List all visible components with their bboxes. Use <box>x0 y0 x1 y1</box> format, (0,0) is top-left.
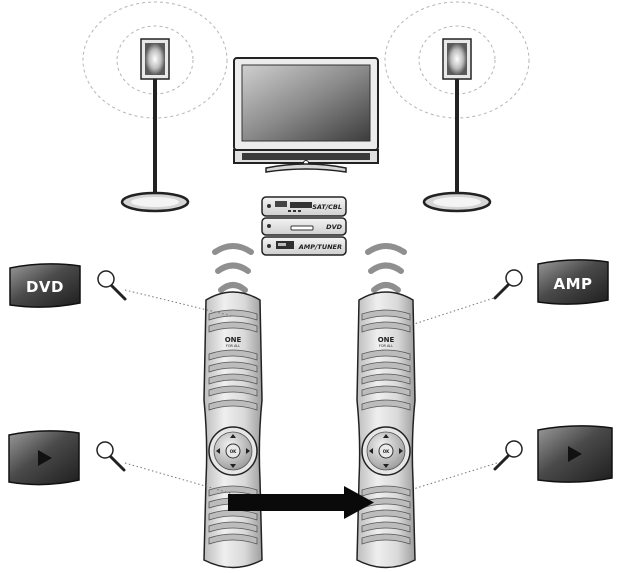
device-stack: SAT/CBL DVD AMP/TUNER <box>261 196 347 256</box>
play-icon <box>38 450 52 466</box>
left-remote-dpad: OK <box>208 426 258 476</box>
dvd-key-label: DVD <box>26 278 64 296</box>
play-key-callout-right <box>537 425 613 483</box>
left-remote: ONE FOR ALL OK <box>203 291 263 569</box>
amp-tuner: AMP/TUNER <box>261 236 347 256</box>
transfer-arrow-icon <box>228 486 374 519</box>
magnifier-icon <box>493 440 523 471</box>
sat-cbl-receiver: SAT/CBL <box>261 196 347 217</box>
left-remote-logo: ONE <box>225 336 242 344</box>
magnifier-icon <box>96 441 126 472</box>
amp-tuner-label: AMP/TUNER <box>298 243 342 251</box>
play-icon <box>568 446 582 462</box>
dvd-label: DVD <box>326 223 342 231</box>
left-signal-waves-icon <box>212 243 254 293</box>
magnifier-icon <box>493 269 523 300</box>
magnifier-icon <box>97 270 127 301</box>
right-remote-logo-sub: FOR ALL <box>379 344 393 348</box>
amp-key-callout: AMP <box>537 259 609 305</box>
right-remote-dpad: OK <box>361 426 411 476</box>
sat-cbl-label: SAT/CBL <box>312 203 342 211</box>
left-remote-logo-sub: FOR ALL <box>226 344 240 348</box>
dvd-player: DVD <box>261 217 347 236</box>
right-ok-label: OK <box>383 449 390 454</box>
right-remote-button-rows <box>361 309 411 545</box>
left-remote-button-rows <box>208 309 258 545</box>
left-ok-label: OK <box>230 449 237 454</box>
play-key-callout-left <box>8 430 80 486</box>
right-remote: ONE FOR ALL OK <box>356 291 416 569</box>
television <box>233 57 379 173</box>
left-speaker <box>82 1 228 213</box>
amp-key-label: AMP <box>553 275 592 293</box>
callout-lines <box>124 289 498 495</box>
right-speaker <box>384 1 530 213</box>
right-signal-waves-icon <box>365 243 407 293</box>
dvd-key-callout: DVD <box>9 263 81 308</box>
right-remote-logo: ONE <box>378 336 395 344</box>
